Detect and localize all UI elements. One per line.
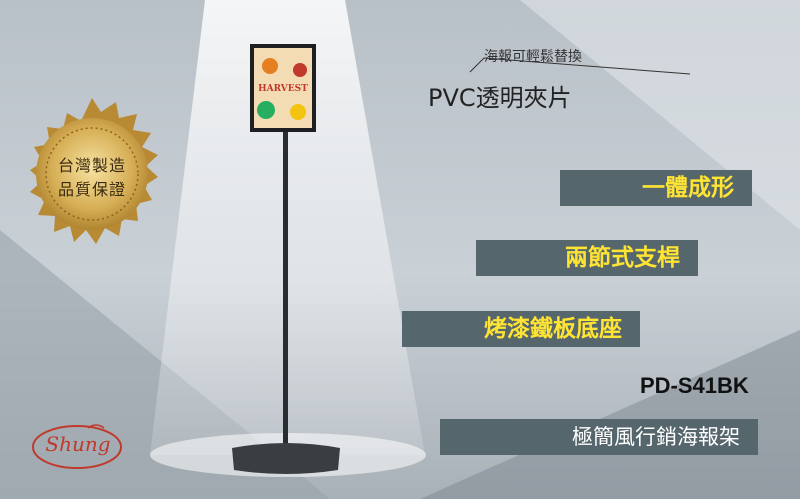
brand-logo: Shung (30, 420, 126, 472)
feature-label-1: 一體成形 (642, 175, 734, 201)
feature-banner-2: 兩節式支桿 (476, 240, 698, 276)
seal-line-1: 台灣製造 (57, 156, 126, 175)
seal-badge-icon (30, 98, 158, 244)
product-model: PD-S41BK (640, 373, 749, 398)
poster-title: HARVEST (258, 84, 308, 94)
seal-line-2: 品質保證 (57, 180, 126, 199)
stand-pole (283, 128, 288, 448)
replaceable-poster-note: 海報可輕鬆替換 (484, 49, 582, 65)
pvc-clip-label: PVC透明夾片 (428, 84, 572, 112)
quality-seal: 台灣製造 品質保證 (13, 96, 171, 252)
feature-label-3: 烤漆鐵板底座 (484, 316, 622, 342)
brand-logo-icon (32, 424, 122, 469)
feature-banner-1: 一體成形 (560, 170, 752, 206)
product-name-banner: 極簡風行銷海報架 (440, 419, 758, 455)
feature-label-2: 兩節式支桿 (565, 245, 680, 271)
product-name: 極簡風行銷海報架 (572, 425, 740, 449)
stand-base (232, 443, 340, 474)
feature-banner-3: 烤漆鐵板底座 (402, 311, 640, 347)
brand-logo-text: Shung (45, 432, 111, 456)
